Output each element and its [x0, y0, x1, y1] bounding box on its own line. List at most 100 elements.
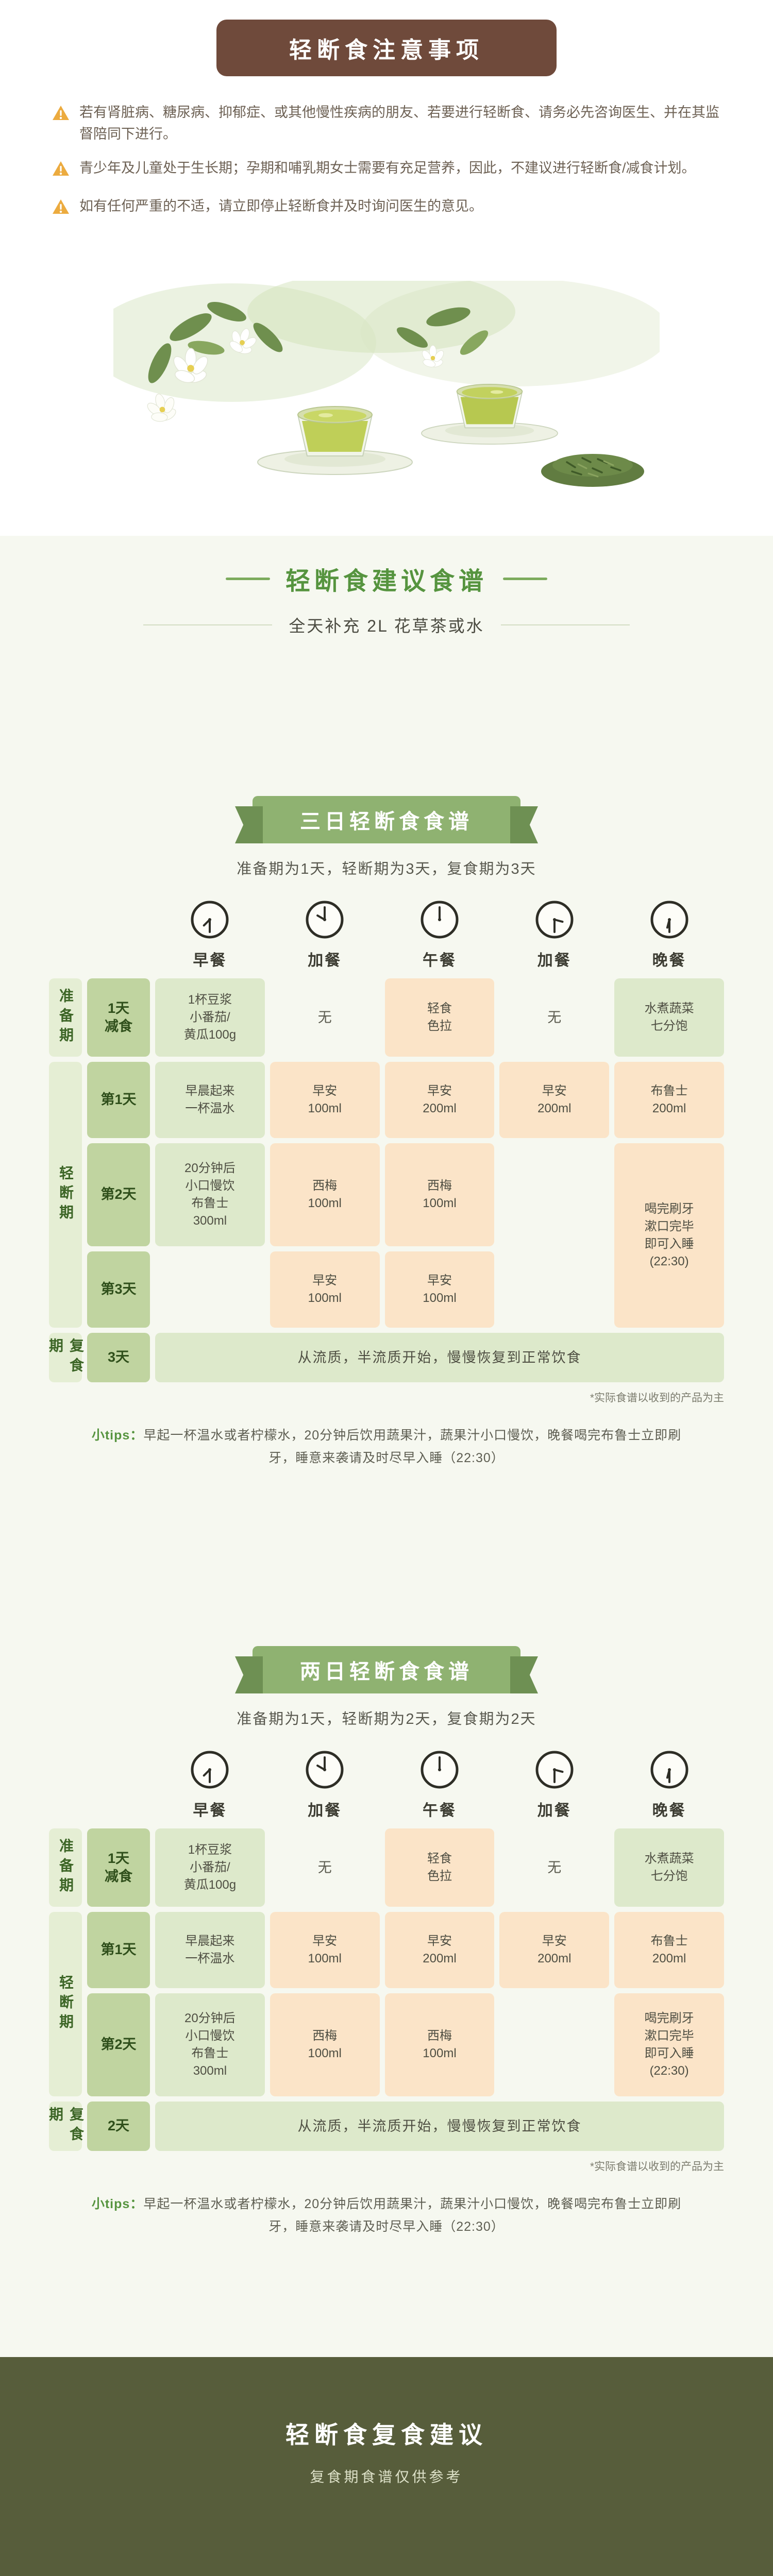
precaution-item: 青少年及儿童处于生长期；孕期和哺乳期女士需要有充足营养，因此，不建议进行轻断食/…: [52, 158, 732, 183]
clock-icon: [421, 1751, 459, 1789]
clock-icon: [421, 901, 459, 939]
herbal-tea-photo: [88, 270, 670, 528]
plan-3day-section: 三日轻断食食谱 准备期为1天，轻断期为3天，复食期为3天 早餐 加餐 午餐 加餐: [47, 796, 724, 1470]
period-label-prep: 准备期: [49, 1828, 82, 1907]
meal-cell: 早晨起来 一杯温水: [155, 1912, 265, 1988]
meal-cell: 早安 100ml: [270, 1062, 380, 1138]
precaution-item: 如有任何严重的不适，请立即停止轻断食并及时询问医生的意见。: [52, 196, 732, 222]
meal-header-lunch: 午餐: [385, 1747, 495, 1823]
clock-icon: [306, 901, 344, 939]
clock-icon: [650, 901, 688, 939]
meal-cell: 早安 100ml: [384, 1251, 495, 1328]
meal-label: 早餐: [193, 952, 227, 969]
meal-cell: 无: [317, 1859, 332, 1875]
title-decor-line: [503, 577, 547, 580]
subtitle-decor-line: [500, 624, 630, 625]
warning-triangle-icon: [52, 198, 70, 222]
day-label: 3天: [87, 1333, 150, 1382]
period-label-prep: 准备期: [49, 978, 82, 1057]
period-label-fast: 轻断期: [49, 1912, 82, 2096]
meal-label: 午餐: [422, 952, 457, 969]
tips-3day: 小tips：早起一杯温水或者柠檬水，20分钟后饮用蔬果汁，蔬果汁小口慢饮，晚餐喝…: [85, 1425, 688, 1470]
subtitle-decor-line: [143, 624, 273, 625]
title-decor-line: [225, 577, 270, 580]
day-label: 第2天: [87, 1993, 150, 2096]
tips-label: 小tips：: [91, 2197, 144, 2211]
plan-2day-subtitle: 准备期为1天，轻断期为2天，复食期为2天: [237, 1711, 536, 1727]
meal-cell: 早安 100ml: [270, 1912, 380, 1988]
clock-icon: [535, 1751, 574, 1789]
warning-triangle-icon: [52, 105, 70, 145]
clock-icon: [191, 901, 229, 939]
meal-cell: 20分钟后 小口慢饮 布鲁士 300ml: [155, 1993, 265, 2096]
clock-icon: [191, 1751, 229, 1789]
meal-cell: 布鲁士 200ml: [614, 1912, 724, 1988]
plan-3day-ribbon-banner: 三日轻断食食谱: [253, 796, 520, 843]
meal-cell: 无: [547, 1009, 562, 1025]
precaution-text: 青少年及儿童处于生长期；孕期和哺乳期女士需要有充足营养，因此，不建议进行轻断食/…: [79, 160, 696, 176]
recipe-suggestion-header: 轻断食建议食谱 全天补充 2L 花草茶或水: [0, 561, 773, 637]
period-label-recover: 复食期: [47, 1333, 84, 1382]
meal-label: 加餐: [537, 1802, 572, 1819]
meal-label: 早餐: [193, 1802, 227, 1819]
meal-cell: 1杯豆浆 小番茄/ 黄瓜100g: [155, 1828, 265, 1907]
recipe-section-title: 轻断食建议食谱: [285, 568, 488, 595]
tips-text: 早起一杯温水或者柠檬水，20分钟后饮用蔬果汁，蔬果汁小口慢饮，晚餐喝完布鲁士立即…: [143, 2197, 682, 2234]
meal-cell: 早晨起来 一杯温水: [155, 1062, 265, 1138]
meal-header-snack1: 加餐: [270, 897, 380, 973]
precautions-list: 若有肾脏病、糖尿病、抑郁症、或其他慢性疾病的朋友、若要进行轻断食、请务必先咨询医…: [52, 102, 732, 233]
precaution-text: 如有任何严重的不适，请立即停止轻断食并及时询问医生的意见。: [79, 198, 483, 214]
meal-label: 晚餐: [652, 1802, 686, 1819]
meal-schedule-table-3day: 早餐 加餐 午餐 加餐 晚餐 准备期 1天 减食 1杯豆浆 小番茄/ 黄瓜100…: [47, 897, 724, 1382]
meal-cell: 水煮蔬菜 七分饱: [614, 1828, 724, 1907]
meal-cell: 早安 200ml: [384, 1062, 495, 1138]
plan-3day-title: 三日轻断食食谱: [300, 810, 473, 833]
meal-header-lunch: 午餐: [385, 897, 495, 973]
meal-label: 加餐: [537, 952, 572, 969]
tips-text: 早起一杯温水或者柠檬水，20分钟后饮用蔬果汁，蔬果汁小口慢饮，晚餐喝完布鲁士立即…: [143, 1428, 682, 1465]
dark-background-band: [0, 2357, 773, 2576]
tips-2day: 小tips：早起一杯温水或者柠檬水，20分钟后饮用蔬果汁，蔬果汁小口慢饮，晚餐喝…: [85, 2193, 688, 2239]
meal-label: 晚餐: [652, 952, 686, 969]
hydration-subtitle: 全天补充 2L 花草茶或水: [289, 617, 484, 635]
recovery-subtitle: 复食期食谱仅供参考: [310, 2469, 463, 2485]
day-label: 1天 减食: [87, 978, 150, 1057]
meal-header-breakfast: 早餐: [155, 897, 265, 973]
period-label-fast: 轻断期: [49, 1062, 82, 1328]
clock-icon: [535, 901, 574, 939]
meal-cell: 西梅 100ml: [384, 1993, 495, 2096]
meal-cell-recover: 从流质，半流质开始，慢慢恢复到正常饮食: [155, 1333, 724, 1382]
table-note: *实际食谱以收到的产品为主: [590, 1392, 724, 1404]
meal-cell: 1杯豆浆 小番茄/ 黄瓜100g: [155, 978, 265, 1057]
precautions-title: 轻断食注意事项: [289, 38, 484, 63]
meal-cell: 轻食 色拉: [384, 1828, 495, 1907]
day-label: 2天: [87, 2102, 150, 2151]
day-label: 第2天: [87, 1143, 150, 1246]
plan-3day-subtitle: 准备期为1天，轻断期为3天，复食期为3天: [237, 861, 536, 877]
meal-cell: 早安 200ml: [499, 1912, 610, 1988]
meal-cell: 早安 100ml: [270, 1251, 380, 1328]
meal-label: 午餐: [422, 1802, 457, 1819]
recovery-section-title: 轻断食复食建议: [285, 2421, 488, 2448]
meal-header-dinner: 晚餐: [614, 897, 724, 973]
meal-cell: 轻食 色拉: [384, 978, 495, 1057]
meal-header-snack2: 加餐: [499, 897, 609, 973]
period-label-recover: 复食期: [47, 2102, 84, 2151]
meal-cell: 早安 200ml: [384, 1912, 495, 1988]
day-label: 第3天: [87, 1251, 150, 1328]
meal-schedule-table-2day: 早餐 加餐 午餐 加餐 晚餐 准备期 1天 减食 1杯豆浆 小番茄/ 黄瓜100…: [47, 1747, 724, 2151]
table-note: *实际食谱以收到的产品为主: [590, 2161, 724, 2173]
meal-cell: 水煮蔬菜 七分饱: [614, 978, 724, 1057]
meal-cell: 西梅 100ml: [270, 1143, 380, 1246]
meal-header-breakfast: 早餐: [155, 1747, 265, 1823]
meal-label: 加餐: [308, 1802, 342, 1819]
plan-2day-ribbon-banner: 两日轻断食食谱: [253, 1646, 520, 1693]
meal-cell: 布鲁士 200ml: [614, 1062, 724, 1138]
meal-cell: 喝完刷牙 漱口完毕 即可入睡 (22:30): [614, 1993, 724, 2096]
clock-icon: [650, 1751, 688, 1789]
tips-label: 小tips：: [91, 1428, 144, 1443]
meal-header-snack2: 加餐: [499, 1747, 609, 1823]
meal-cell: 喝完刷牙 漱口完毕 即可入睡 (22:30): [614, 1143, 724, 1328]
day-label: 1天 减食: [87, 1828, 150, 1907]
